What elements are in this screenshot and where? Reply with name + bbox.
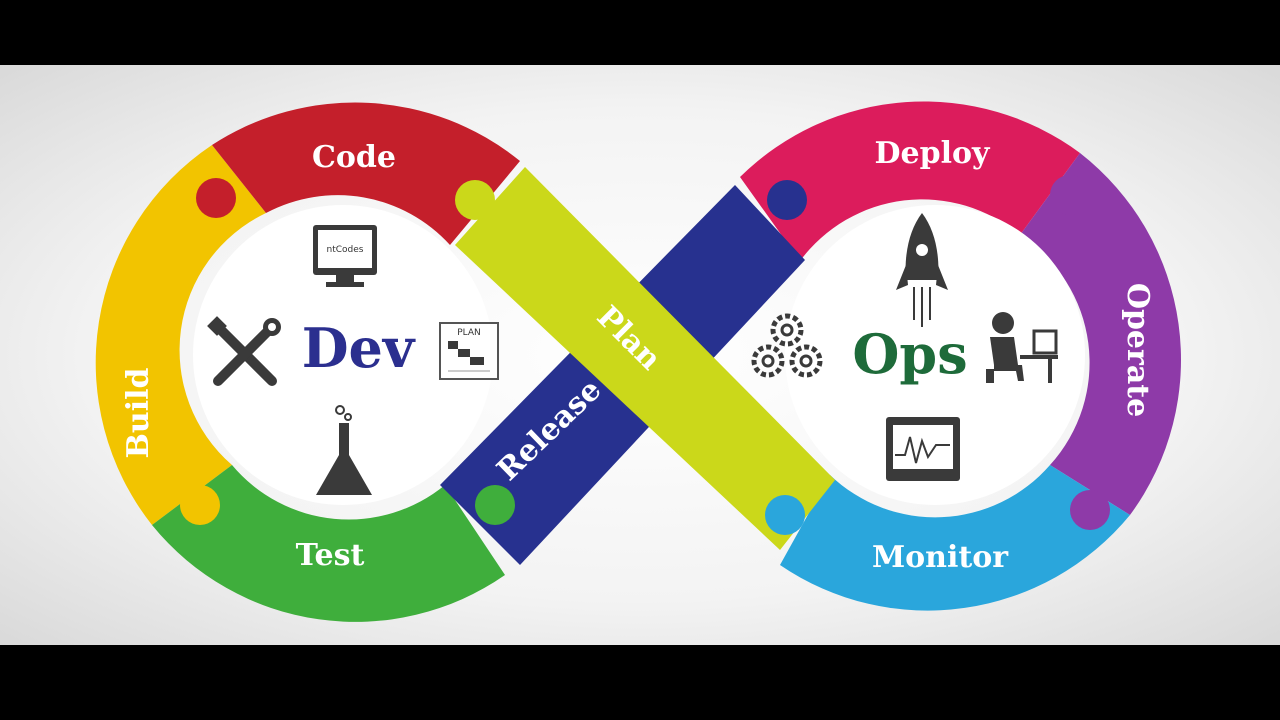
knob [475,485,515,525]
label-monitor: Monitor [872,540,1009,575]
gears-icon [751,313,823,378]
label-test: Test [296,538,365,573]
label-build: Build [121,368,156,459]
devops-infinity-diagram: Code Build Test Release Plan Deploy Oper… [95,101,1181,622]
ops-inner-area [785,205,1085,505]
knob [767,180,807,220]
knob [455,180,495,220]
label-operate: Operate [1120,283,1155,417]
plan-document-icon: PLAN [439,322,499,380]
ops-title: Ops [852,322,967,386]
segment-deploy [740,101,1080,261]
dev-title: Dev [302,316,416,380]
segment-test [152,465,505,622]
dev-inner-area [193,205,493,505]
tools-icon [207,316,281,386]
monitor-screen-text: ntCodes [327,245,364,255]
ops-loop [740,101,1181,611]
segment-operate [1020,153,1181,515]
lab-flask-icon [316,405,372,495]
knob [180,485,220,525]
segment-plan [455,167,835,550]
diagram-stage: Code Build Test Release Plan Deploy Oper… [0,65,1280,645]
knob [1070,490,1110,530]
segment-code [212,102,520,245]
knob [196,178,236,218]
monitoring-screen-icon [886,417,960,481]
person-at-desk-icon [986,312,1058,383]
label-deploy: Deploy [875,136,991,171]
plan-card-text: PLAN [457,328,481,338]
knob [765,495,805,535]
label-code: Code [312,140,396,175]
segment-monitor [780,465,1130,611]
knob [1050,175,1090,215]
dev-loop [95,102,520,622]
computer-monitor-icon: ntCodes [313,225,377,287]
segment-build [95,145,266,525]
rocket-icon [896,213,948,327]
